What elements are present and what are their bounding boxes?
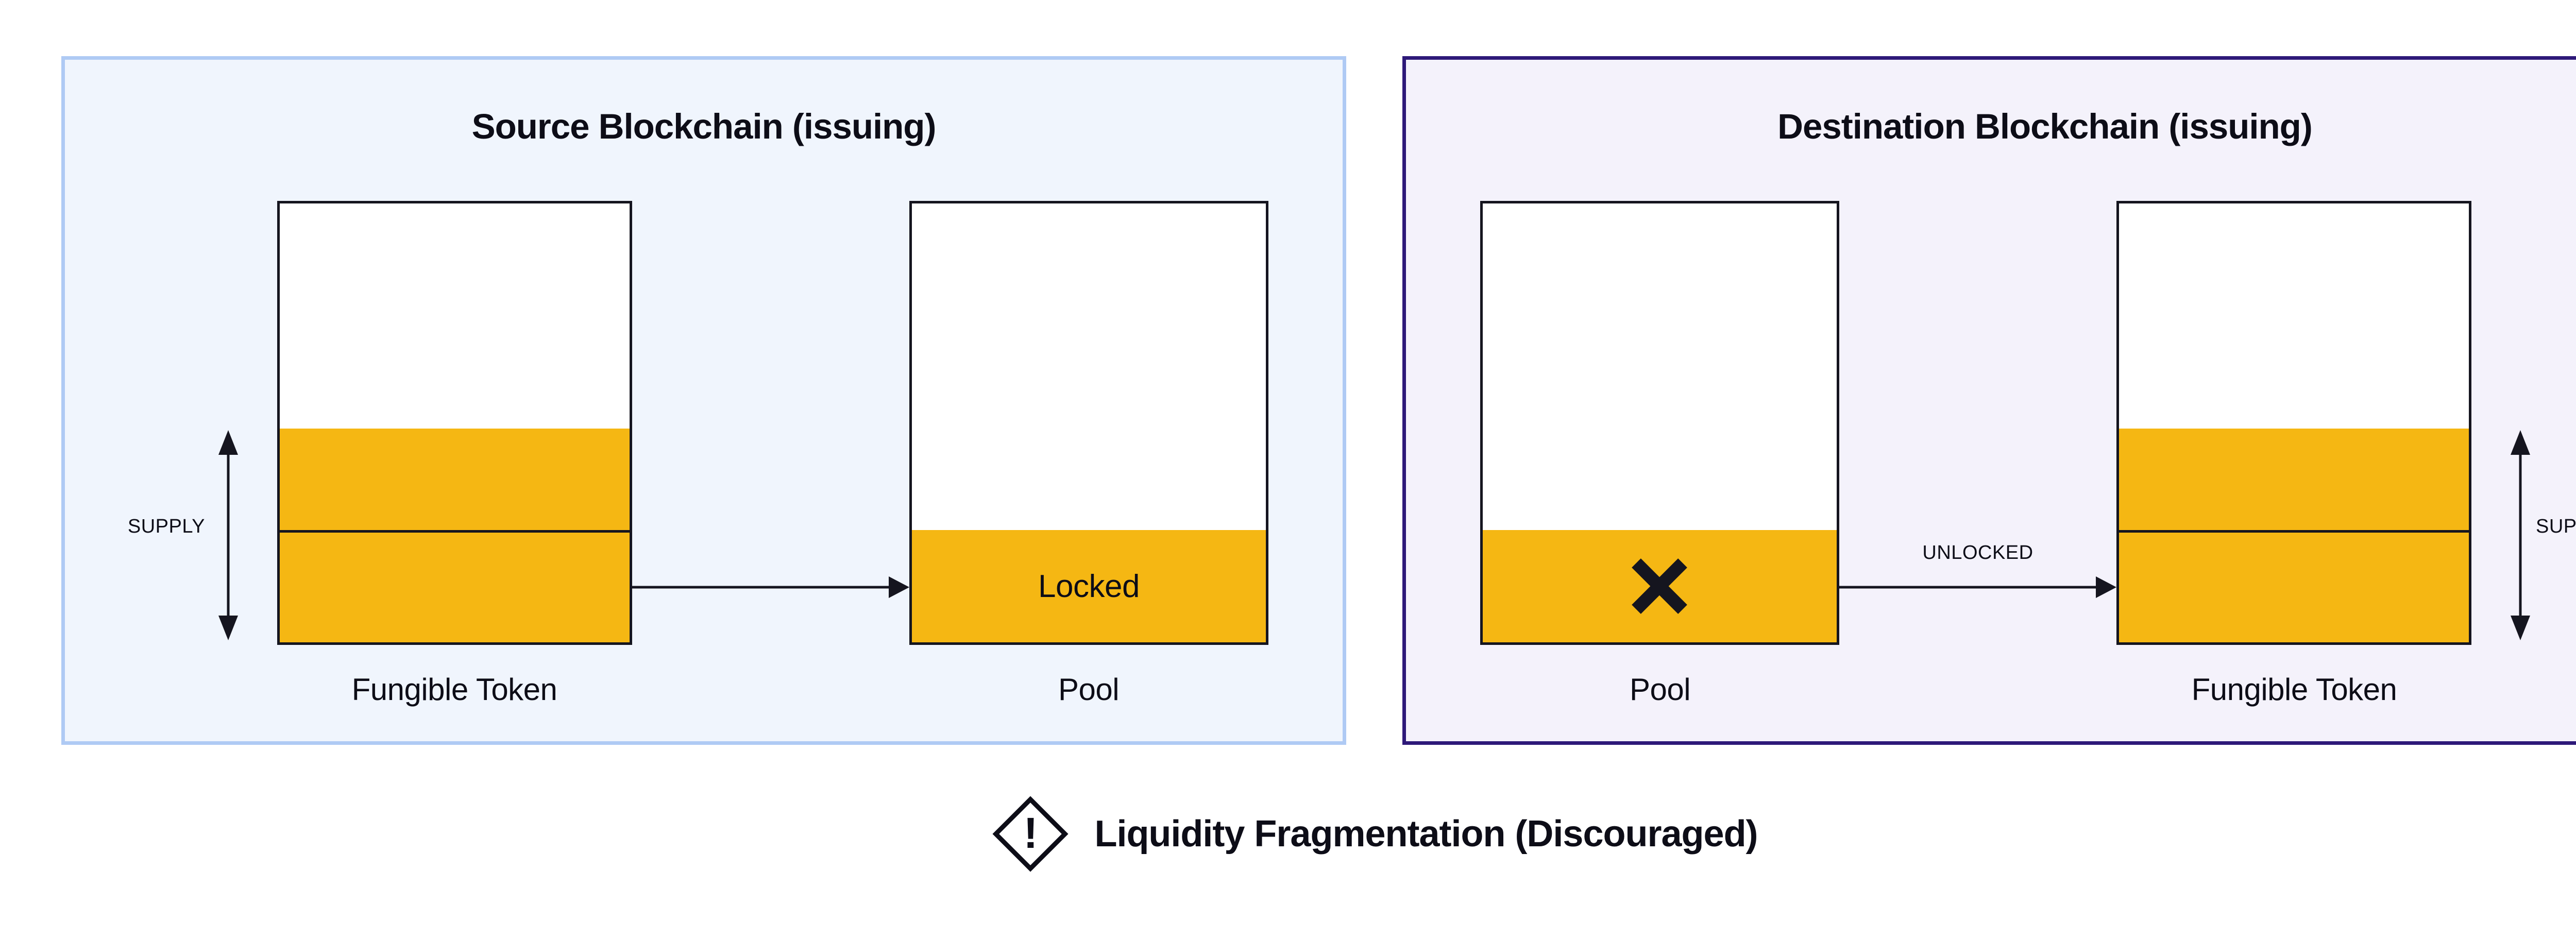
unlock-transfer-arrow-icon	[1839, 576, 2116, 598]
caption: ! Liquidity Fragmentation (Discouraged)	[0, 795, 2576, 873]
source-pool-box: Locked	[909, 201, 1268, 645]
source-pool-locked-fill: Locked	[912, 530, 1266, 642]
destination-fungible-token-fill-divider	[2119, 530, 2469, 533]
source-blockchain-panel: Source Blockchain (issuing) SUPPLY Locke…	[61, 56, 1346, 745]
cross-icon	[1632, 558, 1687, 614]
source-fungible-token-box	[277, 201, 632, 645]
destination-fungible-token-box	[2116, 201, 2471, 645]
source-fungible-token-fill-divider	[280, 530, 630, 533]
locked-label: Locked	[1038, 568, 1140, 604]
destination-pool-label: Pool	[1629, 672, 1691, 707]
source-fungible-token-supply-fill	[280, 429, 630, 642]
destination-blockchain-panel: Destination Blockchain (issuing) UNLOCKE…	[1402, 56, 2576, 745]
warning-icon: !	[991, 795, 1070, 873]
destination-fungible-token-label: Fungible Token	[2191, 672, 2397, 707]
source-fungible-token-label: Fungible Token	[351, 672, 557, 707]
source-panel-title: Source Blockchain (issuing)	[471, 107, 937, 146]
unlocked-label: UNLOCKED	[1922, 542, 2033, 564]
destination-supply-range-arrow-icon	[2511, 430, 2530, 640]
destination-panel-title: Destination Blockchain (issuing)	[1777, 107, 2313, 146]
source-supply-label: SUPPLY	[127, 516, 205, 537]
caption-text: Liquidity Fragmentation (Discouraged)	[1094, 813, 1758, 855]
source-supply-range-arrow-icon	[218, 430, 238, 640]
lock-transfer-arrow-icon	[632, 576, 909, 598]
destination-fungible-token-supply-fill	[2119, 429, 2469, 642]
warning-exclamation: !	[1023, 808, 1038, 857]
destination-pool-box	[1480, 201, 1839, 645]
source-pool-label: Pool	[1058, 672, 1120, 707]
destination-supply-label: SUPPLY	[2536, 516, 2576, 537]
